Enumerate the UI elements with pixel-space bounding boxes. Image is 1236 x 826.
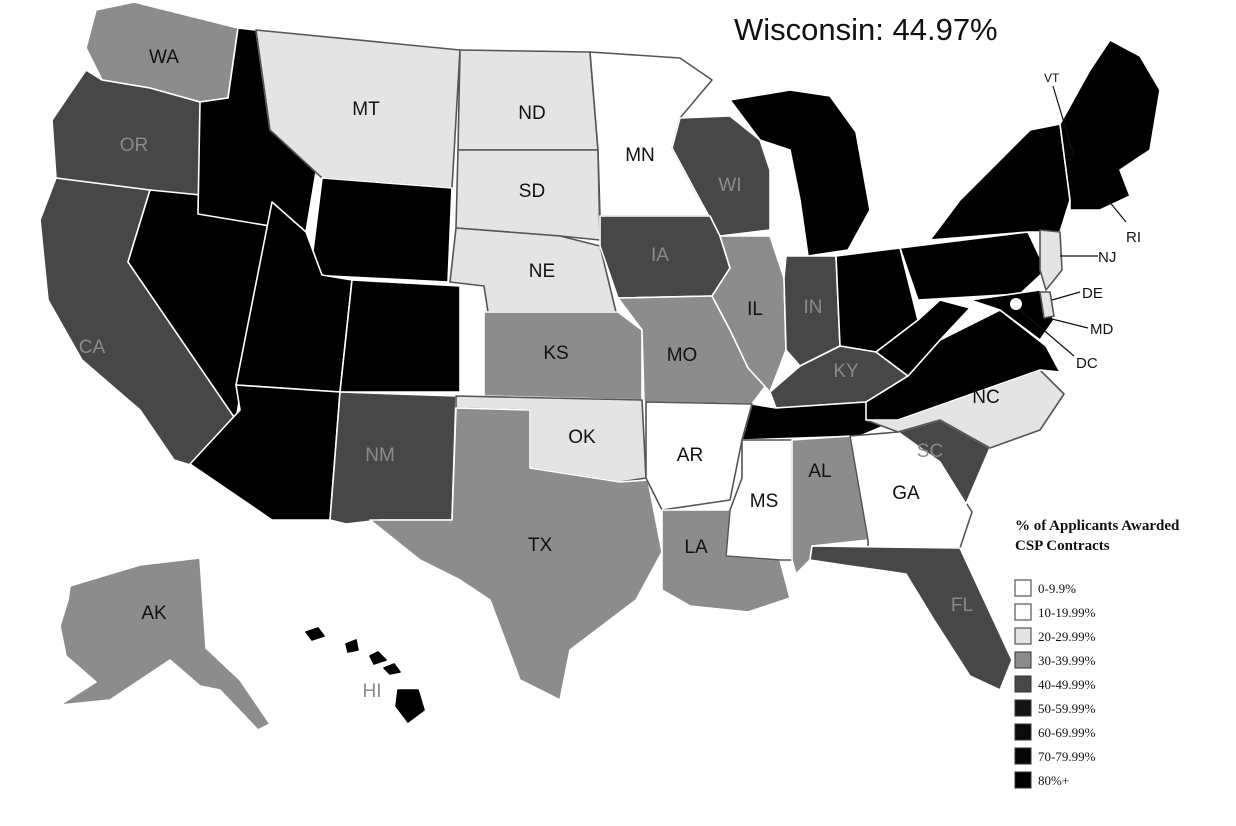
headline: Wisconsin: 44.97% — [734, 12, 998, 47]
state-MI[interactable] — [729, 89, 871, 257]
state-DE[interactable] — [1039, 291, 1055, 319]
legend-swatch — [1014, 699, 1032, 717]
label-SD: SD — [519, 181, 545, 202]
label-HI: HI — [363, 681, 382, 702]
legend-label: 10-19.99% — [1038, 605, 1096, 620]
legend-label: 50-59.99% — [1038, 701, 1096, 716]
state-AR[interactable] — [645, 401, 753, 511]
dc-dot — [1010, 298, 1022, 310]
state-CO[interactable] — [339, 279, 461, 393]
label-AK: AK — [141, 603, 167, 624]
label-ND: ND — [518, 103, 545, 124]
state-NY[interactable] — [929, 123, 1071, 241]
leader-DE — [1051, 291, 1081, 301]
legend-swatch — [1014, 627, 1032, 645]
legend-swatch — [1014, 675, 1032, 693]
leader-MD — [1047, 317, 1089, 329]
state-SD[interactable] — [455, 149, 601, 241]
label-WA: WA — [149, 47, 179, 68]
state-NE-region[interactable] — [1059, 39, 1161, 211]
label-IL: IL — [747, 299, 763, 320]
legend-swatch — [1014, 747, 1032, 765]
legend-label: 20-29.99% — [1038, 629, 1096, 644]
label-WI: WI — [718, 175, 741, 196]
legend-swatch — [1014, 651, 1032, 669]
legend-swatch — [1014, 771, 1032, 789]
state-MD[interactable] — [969, 289, 1055, 341]
label-OK: OK — [568, 427, 596, 448]
state-IL[interactable] — [711, 235, 787, 393]
legend-title-line1: % of Applicants Awarded — [1015, 518, 1180, 534]
legend-label: 60-69.99% — [1038, 725, 1096, 740]
leader-DC — [1019, 309, 1075, 357]
legend-swatch — [1014, 603, 1032, 621]
state-NJ[interactable] — [1039, 229, 1063, 291]
state-WV[interactable] — [875, 299, 971, 377]
state-KS[interactable] — [483, 311, 643, 401]
state-FL[interactable] — [809, 545, 1013, 691]
callout-VT: VT — [1044, 71, 1060, 85]
label-MT: MT — [352, 99, 380, 120]
label-CA: CA — [79, 337, 106, 358]
legend-label: 80%+ — [1038, 773, 1069, 788]
legend-title-line2: CSP Contracts — [1015, 538, 1110, 554]
label-KS: KS — [543, 343, 568, 364]
leader-RI — [1107, 199, 1127, 223]
callout-RI: RI — [1126, 229, 1141, 246]
callout-DE: DE — [1082, 285, 1103, 302]
state-HI[interactable] — [305, 627, 425, 723]
label-MS: MS — [750, 491, 779, 512]
legend-swatch — [1014, 579, 1032, 597]
leader-VT — [1052, 85, 1075, 157]
label-TX: TX — [528, 535, 553, 556]
state-AK[interactable] — [59, 557, 271, 731]
callout-NJ: NJ — [1098, 249, 1116, 266]
legend-label: 40-49.99% — [1038, 677, 1096, 692]
label-OR: OR — [120, 135, 149, 156]
callout-DC: DC — [1076, 355, 1098, 372]
label-MN: MN — [625, 145, 655, 166]
legend-label: 30-39.99% — [1038, 653, 1096, 668]
label-MO: MO — [667, 345, 698, 366]
label-KY: KY — [833, 361, 859, 382]
state-WI[interactable] — [671, 115, 771, 237]
callout-MD: MD — [1090, 321, 1113, 338]
label-NE: NE — [529, 261, 555, 282]
label-SC: SC — [917, 441, 943, 462]
legend: % of Applicants Awarded CSP Contracts 0-… — [1014, 518, 1180, 789]
label-GA: GA — [892, 483, 920, 504]
label-NC: NC — [972, 387, 999, 408]
label-LA: LA — [684, 537, 708, 558]
label-AL: AL — [808, 461, 831, 482]
label-NM: NM — [365, 445, 395, 466]
label-AR: AR — [677, 445, 703, 466]
label-IA: IA — [651, 245, 669, 266]
label-IN: IN — [804, 297, 823, 318]
legend-label: 70-79.99% — [1038, 749, 1096, 764]
state-PA[interactable] — [899, 231, 1047, 301]
legend-label: 0-9.9% — [1038, 581, 1076, 596]
state-ND[interactable] — [457, 49, 599, 151]
legend-swatch — [1014, 723, 1032, 741]
state-TX[interactable] — [369, 407, 663, 701]
label-FL: FL — [951, 595, 973, 616]
state-WY[interactable] — [309, 177, 453, 283]
